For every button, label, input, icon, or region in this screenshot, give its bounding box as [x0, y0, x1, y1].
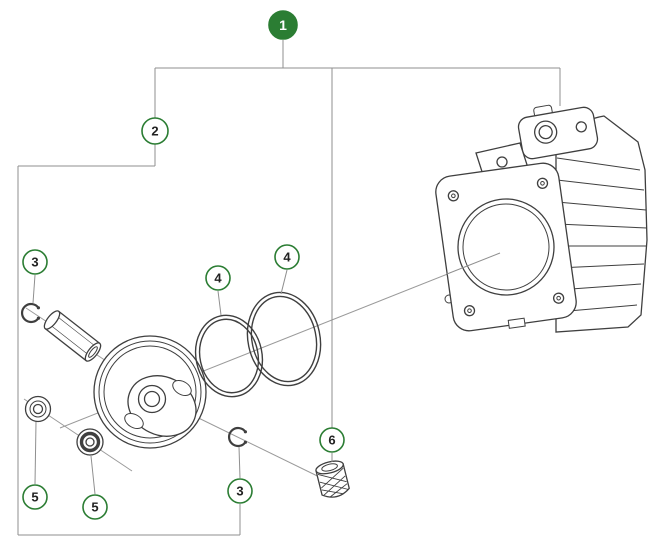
callout-3b[interactable]: 3 — [227, 478, 253, 504]
callout-2-label: 2 — [151, 124, 158, 139]
callout-5b-circle[interactable] — [82, 494, 108, 520]
callout-3a-label: 3 — [31, 255, 38, 270]
callout3a-leader — [32, 274, 36, 304]
callout-6[interactable]: 6 — [319, 427, 345, 453]
callout-3a[interactable]: 3 — [22, 249, 48, 275]
callout-4b[interactable]: 4 — [274, 244, 300, 270]
callout-5a-label: 5 — [31, 490, 38, 505]
callout5b-leader — [90, 455, 96, 495]
callout-1-circle[interactable] — [268, 10, 298, 40]
washer-1-drawing — [24, 395, 52, 423]
callout-3b-label: 3 — [236, 484, 243, 499]
piston-drawing — [93, 335, 207, 449]
circlip-bottom-drawing — [228, 426, 247, 448]
callout-3a-circle[interactable] — [22, 249, 48, 275]
rod-axis — [177, 407, 345, 490]
needle-bearing-drawing — [315, 460, 350, 498]
callout-2[interactable]: 2 — [141, 117, 169, 145]
piston-ring-1-drawing — [194, 314, 264, 398]
callout4b-leader — [280, 269, 288, 295]
callout-4a-label: 4 — [214, 271, 222, 286]
callout4a-leader — [217, 290, 222, 316]
axis-into-bore — [446, 252, 501, 275]
callout-5a[interactable]: 5 — [22, 484, 48, 510]
callout-4b-label: 4 — [283, 250, 291, 265]
cylinder-top-cap — [517, 104, 599, 160]
callout3b-leader — [238, 446, 241, 479]
callout-6-label: 6 — [328, 433, 335, 448]
callout-3b-circle[interactable] — [227, 478, 253, 504]
piston-ring-2-drawing — [246, 291, 322, 387]
washer-2-drawing — [76, 428, 104, 456]
callout-5b[interactable]: 5 — [82, 494, 108, 520]
callout-5a-circle[interactable] — [22, 484, 48, 510]
cylinder-front-face — [435, 162, 577, 332]
leader-lines-layer — [17, 40, 561, 536]
wrist-pin-drawing — [43, 310, 102, 362]
callout5a-leader — [34, 421, 37, 485]
cylinder-drawing — [435, 104, 648, 333]
callout-4a[interactable]: 4 — [205, 265, 231, 291]
callout-1[interactable]: 1 — [268, 10, 298, 40]
callout-2-circle[interactable] — [141, 117, 169, 145]
callout-4b-circle[interactable] — [274, 244, 300, 270]
callout-4a-circle[interactable] — [205, 265, 231, 291]
circlip-top-drawing — [21, 302, 41, 324]
callout-6-circle[interactable] — [319, 427, 345, 453]
callout-5b-label: 5 — [91, 500, 98, 515]
callout-1-label: 1 — [279, 17, 287, 33]
callouts-layer: 1 2 3 4 4 5 5 3 6 — [22, 10, 345, 520]
